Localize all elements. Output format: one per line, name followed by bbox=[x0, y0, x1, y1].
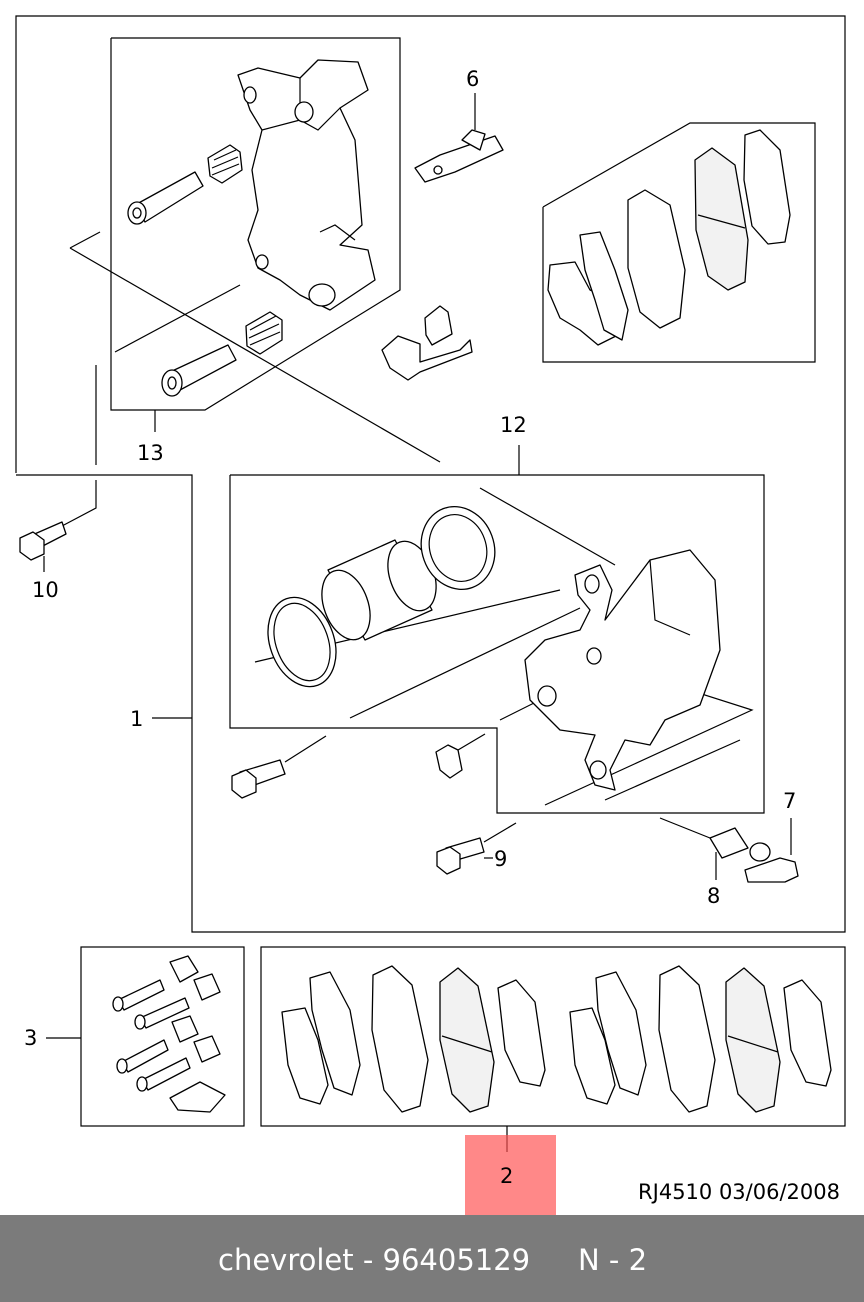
caliper-housing-icon bbox=[524, 549, 721, 791]
callout-9: 9 bbox=[494, 847, 507, 871]
callout-12: 12 bbox=[500, 413, 527, 437]
wear-sensor-icon bbox=[414, 129, 504, 183]
highlight-callout-2 bbox=[465, 1135, 556, 1215]
piston-seal-icon bbox=[267, 596, 337, 688]
guide-pin-kit-icon bbox=[112, 955, 226, 1113]
caliper-group: 12 bbox=[229, 413, 765, 814]
exploded-parts-diagram: 13 6 12 bbox=[15, 15, 846, 1152]
carrier-bracket-group: 13 bbox=[69, 37, 441, 465]
pin-boot-icon bbox=[245, 311, 283, 355]
bleeder-screw-icon bbox=[435, 733, 486, 779]
anti-rattle-clip-icon bbox=[381, 305, 473, 381]
guide-pin-kit-group: 3 bbox=[24, 946, 245, 1127]
pads-box-top bbox=[542, 122, 816, 363]
guide-pin-icon bbox=[127, 171, 204, 225]
callout-6: 6 bbox=[466, 67, 479, 91]
callout-13: 13 bbox=[137, 441, 164, 465]
wear-sensor-group: 6 bbox=[414, 67, 504, 183]
assembly-frame bbox=[15, 15, 846, 933]
bolt-icon bbox=[436, 822, 517, 875]
footer-code: N - 2 bbox=[578, 1243, 648, 1277]
callout-2: 2 bbox=[500, 1164, 513, 1188]
highlight-callout-layer: 2 bbox=[500, 1164, 513, 1188]
dust-boot-icon bbox=[420, 506, 496, 590]
guide-pin-icon bbox=[161, 344, 237, 397]
callout-1-group: 1 bbox=[130, 707, 192, 731]
bleeder-cap-icon bbox=[709, 827, 799, 883]
bolt-icon bbox=[19, 521, 67, 561]
footer-bar: chevrolet - 96405129 N - 2 bbox=[0, 1215, 864, 1302]
piston-icon bbox=[321, 539, 437, 641]
brake-pad-set-group bbox=[260, 946, 846, 1152]
footer-title: chevrolet - 96405129 bbox=[218, 1243, 531, 1277]
reference-code: RJ4510 03/06/2008 bbox=[638, 1180, 840, 1204]
callout-8: 8 bbox=[707, 884, 720, 908]
brake-pad-icon bbox=[547, 129, 791, 346]
callout-7: 7 bbox=[783, 789, 796, 813]
bleeder-cap-group: 7 8 bbox=[659, 789, 799, 908]
callout-3: 3 bbox=[24, 1026, 37, 1050]
bolt-icon bbox=[231, 735, 327, 799]
callout-1: 1 bbox=[130, 707, 143, 731]
pin-boot-icon bbox=[207, 144, 243, 184]
brake-pad-set-icon bbox=[281, 965, 832, 1113]
bolt-10-group: 10 bbox=[19, 480, 97, 602]
caliper-bracket-icon bbox=[237, 59, 376, 311]
callout-10: 10 bbox=[32, 578, 59, 602]
